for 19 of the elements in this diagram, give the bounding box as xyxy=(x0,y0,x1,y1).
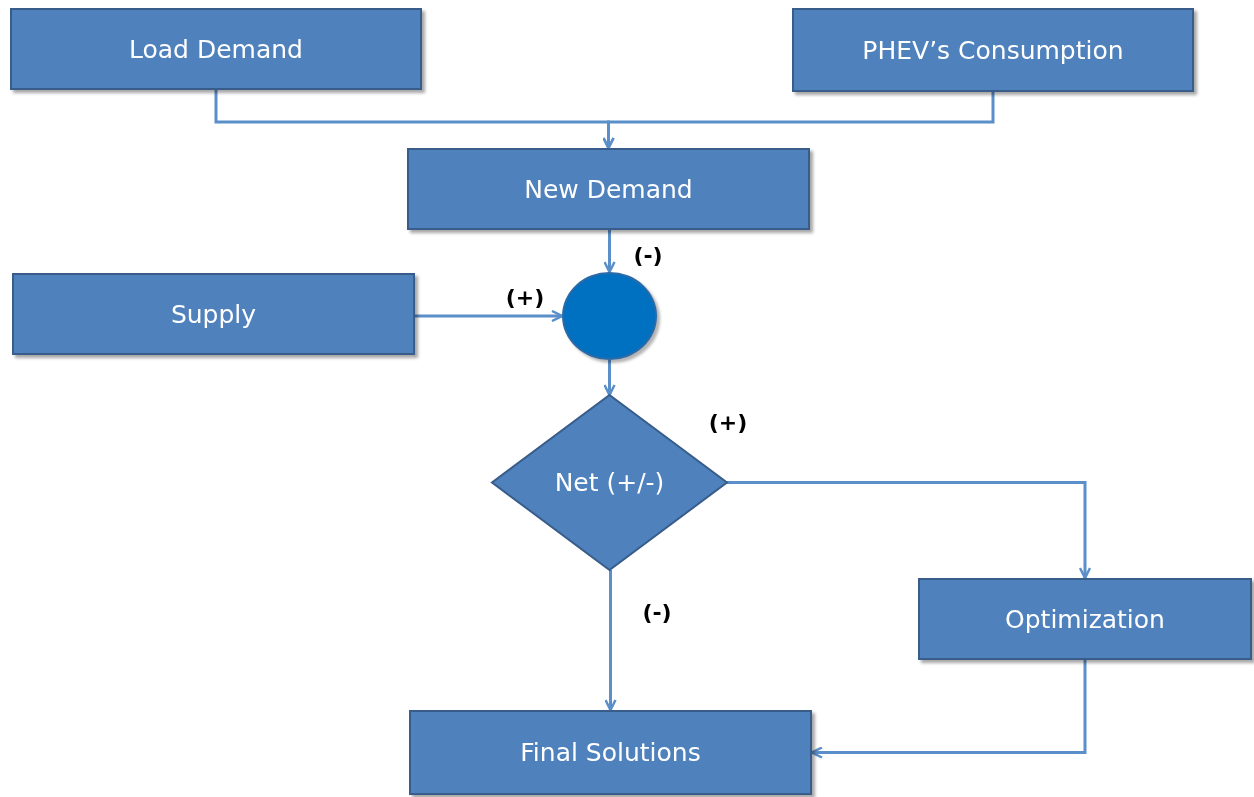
process-box xyxy=(918,578,1252,660)
node-label: Optimization xyxy=(1005,604,1165,634)
node-label: Supply xyxy=(170,299,257,329)
process-box xyxy=(12,273,415,355)
arrow xyxy=(602,92,995,150)
arrow xyxy=(727,481,1092,580)
process-box xyxy=(409,710,812,795)
node-label: Final Solutions xyxy=(520,738,701,767)
node-label: Load Demand xyxy=(129,34,303,64)
process-box xyxy=(792,8,1194,92)
process-box xyxy=(10,8,422,90)
process-box xyxy=(407,148,810,230)
node-label: PHEV’s Consumption xyxy=(862,35,1124,65)
arrow xyxy=(415,309,564,323)
arrow xyxy=(604,570,617,712)
arrow xyxy=(603,360,616,397)
node-label: New Demand xyxy=(524,174,693,204)
node-label: Net (+/-) xyxy=(554,468,665,497)
arrow xyxy=(603,230,616,274)
